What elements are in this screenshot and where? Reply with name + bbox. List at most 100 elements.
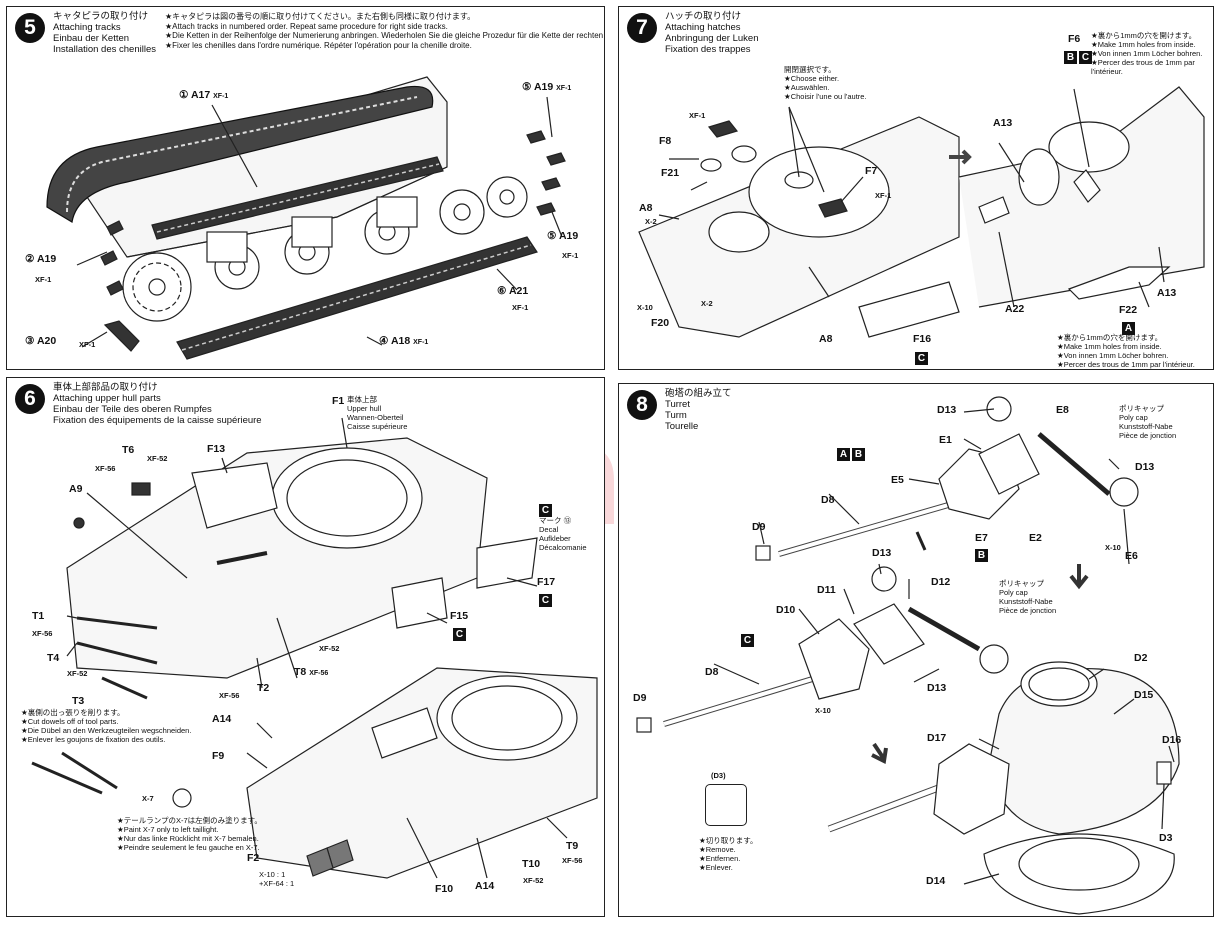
paint-xf56: XF-56 — [562, 856, 583, 865]
step-8-panel: 8 砲塔の組み立て Turret Turm Tourelle ポリキャップ Po… — [618, 383, 1214, 917]
label-d2: D2 — [1134, 652, 1148, 664]
label-d13-top: D13 — [937, 404, 957, 416]
step-title: キャタピラの取り付け Attaching tracks Einbau der K… — [53, 11, 156, 55]
paint-xf1: XF-1 — [875, 191, 892, 200]
label-f13: F13 — [207, 443, 226, 455]
label-d11: D11 — [817, 584, 836, 596]
label-d10: D10 — [776, 604, 796, 616]
paint-xf56: XF-56 — [219, 691, 240, 700]
step-6-panel: 6 車体上部部品の取り付け Attaching upper hull parts… — [6, 377, 605, 917]
holes-note-top: ★裏から1mmの穴を開けます。 ★Make 1mm holes from ins… — [1091, 31, 1203, 76]
label-f9: F9 — [212, 750, 225, 762]
label-f15: F15 — [450, 610, 469, 622]
step-number: 6 — [15, 384, 45, 414]
label-e7: E7 — [975, 532, 988, 544]
label-d15: D15 — [1134, 689, 1154, 701]
step-number: 7 — [627, 13, 657, 43]
turret-assembly-drawing — [636, 396, 1180, 915]
paint-xf52: XF-52 — [523, 876, 544, 885]
label-t2: T2 — [257, 682, 270, 694]
label-f6: F6 — [1068, 33, 1081, 45]
label-f22: F22 — [1119, 304, 1138, 316]
part-box: C — [539, 590, 554, 608]
label-t10: T10 — [522, 858, 541, 870]
label-t6: T6 — [122, 444, 135, 456]
label-f8: F8 — [659, 135, 672, 147]
decal-note: マーク ⑬ Decal Aufkleber Décalcomanie — [539, 516, 587, 552]
paint-xf1: XF-1 — [35, 275, 52, 284]
paint-xf56: XF-56 — [32, 629, 53, 638]
paint-x10: X-10 — [637, 303, 653, 312]
paint-x7: X-7 — [142, 794, 154, 803]
holes-note-bottom: ★裏から1mmの穴を開けます。 ★Make 1mm holes from ins… — [1057, 333, 1195, 369]
label-t9: T9 — [566, 840, 579, 852]
label-d17: D17 — [927, 732, 947, 744]
dowel-note: ★裏側の出っ張りを削ります。 ★Cut dowels off of tool p… — [21, 708, 192, 744]
label-a14-lower: A14 — [475, 880, 495, 892]
label-e6: E6 — [1125, 550, 1138, 562]
label-e8: E8 — [1056, 404, 1069, 416]
label-f16: F16 — [913, 333, 932, 345]
label-d13-lower: D13 — [927, 682, 947, 694]
paint-xf52: XF-52 — [67, 669, 88, 678]
paint-xf1: XF-1 — [512, 303, 529, 312]
label-t1: T1 — [32, 610, 45, 622]
label-f10: F10 — [435, 883, 454, 895]
label-d16: D16 — [1162, 734, 1182, 746]
label-d8-top: D8 — [821, 494, 835, 506]
part-box: C — [915, 348, 930, 366]
label-d13-mid: D13 — [872, 547, 892, 559]
paint-x2: X-2 — [701, 299, 713, 308]
label-e5: E5 — [891, 474, 904, 486]
label-a13: A13 — [993, 117, 1013, 129]
step-title: 砲塔の組み立て Turret Turm Tourelle — [665, 388, 732, 432]
label-e2: E2 — [1029, 532, 1042, 544]
label-f7: F7 — [865, 165, 878, 177]
label-a18: ④ A18 XF-1 — [379, 335, 429, 347]
step-title: 車体上部部品の取り付け Attaching upper hull parts E… — [53, 382, 262, 426]
label-a8-lower: A8 — [819, 333, 833, 345]
label-a20: ③ A20 — [25, 335, 57, 347]
f1-note: 車体上部 Upper hull Wannen-Oberteil Caisse s… — [347, 395, 408, 431]
label-f1: F1 — [332, 395, 345, 407]
label-f17: F17 — [537, 576, 556, 588]
label-f2: F2 — [247, 852, 260, 864]
label-a9: A9 — [69, 483, 83, 495]
label-d9-lower: D9 — [633, 692, 647, 704]
step-number: 8 — [627, 390, 657, 420]
label-a17: ① A17 XF-1 — [179, 89, 229, 101]
part-box: C — [453, 624, 468, 642]
taillight-note: ★テールランプのX-7は左側のみ塗ります。 ★Paint X-7 only to… — [117, 816, 262, 852]
label-t4: T4 — [47, 652, 60, 664]
step-notes: ★キャタピラは図の番号の順に取り付けてください。また右側も同様に取り付けます。 … — [165, 12, 605, 50]
label-a19-left: ② A19 — [25, 253, 57, 265]
polycap-note-mid: ポリキャップ Poly cap Kunststoff-Nabe Pièce de… — [999, 579, 1057, 615]
step-5-panel: 5 キャタピラの取り付け Attaching tracks Einbau der… — [6, 6, 605, 370]
part-box: A — [1122, 318, 1137, 336]
paint-xf1: XF-1 — [689, 111, 706, 120]
f2-paint-mix: X-10 : 1 +XF-64 : 1 — [259, 870, 295, 888]
part-box: C — [741, 630, 756, 648]
step-number: 5 — [15, 13, 45, 43]
label-a19-right: ⑤ A19 — [547, 230, 579, 242]
paint-xf52: XF-52 — [319, 644, 340, 653]
label-d12: D12 — [931, 576, 951, 588]
label-a19-top: ⑤ A19 XF-1 — [522, 81, 572, 93]
label-d3: D3 — [1159, 832, 1173, 844]
label-f20: F20 — [651, 317, 670, 329]
remove-note: ★切り取ります。 ★Remove. ★Entfernen. ★Enlever. — [699, 836, 758, 872]
polycap-note-top: ポリキャップ Poly cap Kunststoff-Nabe Pièce de… — [1119, 404, 1177, 440]
label-a14: A14 — [212, 713, 232, 725]
paint-x2: X-2 — [645, 217, 657, 226]
paint-x10: X-10 — [1105, 543, 1121, 552]
d3-detail-label: (D3) — [711, 771, 726, 780]
part-box: B — [975, 545, 990, 563]
paint-xf56: XF-56 — [95, 464, 116, 473]
label-d9-top: D9 — [752, 521, 766, 533]
paint-xf52: XF-52 — [147, 454, 168, 463]
label-d8-lower: D8 — [705, 666, 719, 678]
part-box: C — [539, 500, 554, 518]
label-a21: ⑥ A21 — [497, 285, 529, 297]
